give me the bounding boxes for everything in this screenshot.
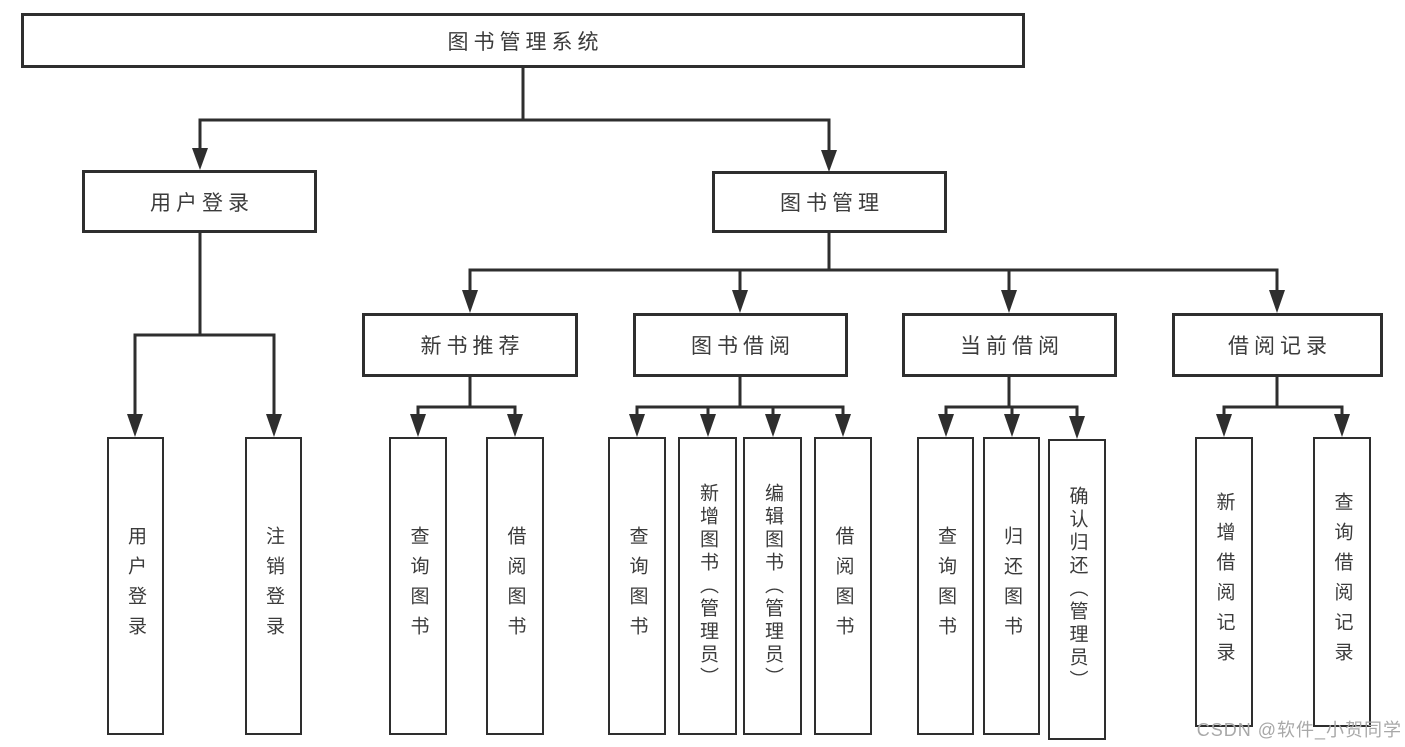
leaf-search-books-recommend: 查询图书 bbox=[389, 437, 447, 735]
node-book-borrowing: 图书借阅 bbox=[633, 313, 848, 377]
leaf-borrow-books-recommend-label: 借阅图书 bbox=[504, 526, 526, 646]
node-borrow-records: 借阅记录 bbox=[1172, 313, 1383, 377]
leaf-user-login-label: 用户登录 bbox=[125, 526, 146, 646]
leaf-logout: 注销登录 bbox=[245, 437, 302, 735]
node-book-management: 图书管理 bbox=[712, 171, 947, 233]
leaf-add-borrow-record: 新增借阅记录 bbox=[1195, 437, 1253, 727]
leaf-edit-book-admin: 编辑图书（管理员） bbox=[743, 437, 802, 735]
leaf-user-login: 用户登录 bbox=[107, 437, 164, 735]
leaf-borrow-books-borrowing-label: 借阅图书 bbox=[832, 526, 854, 646]
node-current-borrowing: 当前借阅 bbox=[902, 313, 1117, 377]
node-book-management-label: 图书管理 bbox=[780, 192, 884, 215]
leaf-return-books: 归还图书 bbox=[983, 437, 1040, 735]
node-library-system: 图书管理系统 bbox=[21, 13, 1025, 68]
connector-book-mgmt-to-level3 bbox=[462, 231, 1285, 313]
leaf-search-books-current-label: 查询图书 bbox=[935, 526, 956, 646]
node-borrow-records-label: 借阅记录 bbox=[1228, 335, 1332, 358]
csdn-watermark: CSDN @软件_小贺同学 bbox=[1196, 720, 1402, 740]
leaf-borrow-books-borrowing: 借阅图书 bbox=[814, 437, 872, 735]
node-book-borrowing-label: 图书借阅 bbox=[691, 335, 795, 358]
connector-user-login-children bbox=[127, 231, 282, 437]
leaf-add-book-admin: 新增图书（管理员） bbox=[678, 437, 737, 735]
leaf-add-book-admin-label: 新增图书（管理员） bbox=[697, 482, 718, 690]
node-user-login: 用户登录 bbox=[82, 170, 317, 233]
leaf-search-books-borrowing: 查询图书 bbox=[608, 437, 666, 735]
leaf-search-borrow-record: 查询借阅记录 bbox=[1313, 437, 1371, 727]
node-library-system-label: 图书管理系统 bbox=[447, 30, 604, 54]
connector-borrow-record-children bbox=[1216, 375, 1350, 437]
node-new-book-recommend: 新书推荐 bbox=[362, 313, 578, 377]
leaf-search-borrow-record-label: 查询借阅记录 bbox=[1331, 492, 1353, 672]
node-new-book-recommend-label: 新书推荐 bbox=[420, 335, 525, 358]
leaf-search-books-current: 查询图书 bbox=[917, 437, 974, 735]
leaf-confirm-return-admin: 确认归还（管理员） bbox=[1048, 439, 1106, 740]
leaf-return-books-label: 归还图书 bbox=[1001, 526, 1022, 646]
leaf-search-books-recommend-label: 查询图书 bbox=[407, 526, 429, 646]
connector-new-book-rec-children bbox=[410, 375, 523, 437]
node-current-borrowing-label: 当前借阅 bbox=[960, 335, 1064, 358]
leaf-logout-label: 注销登录 bbox=[263, 526, 284, 646]
connector-root-to-level2 bbox=[192, 66, 837, 172]
leaf-confirm-return-admin-label: 确认归还（管理员） bbox=[1066, 486, 1088, 693]
connector-book-borrow-children bbox=[629, 375, 851, 437]
leaf-add-borrow-record-label: 新增借阅记录 bbox=[1213, 492, 1235, 672]
leaf-borrow-books-recommend: 借阅图书 bbox=[486, 437, 544, 735]
connector-current-borrow-children bbox=[938, 375, 1085, 439]
node-user-login-label: 用户登录 bbox=[150, 191, 254, 215]
leaf-edit-book-admin-label: 编辑图书（管理员） bbox=[762, 482, 783, 690]
leaf-search-books-borrowing-label: 查询图书 bbox=[626, 526, 648, 646]
